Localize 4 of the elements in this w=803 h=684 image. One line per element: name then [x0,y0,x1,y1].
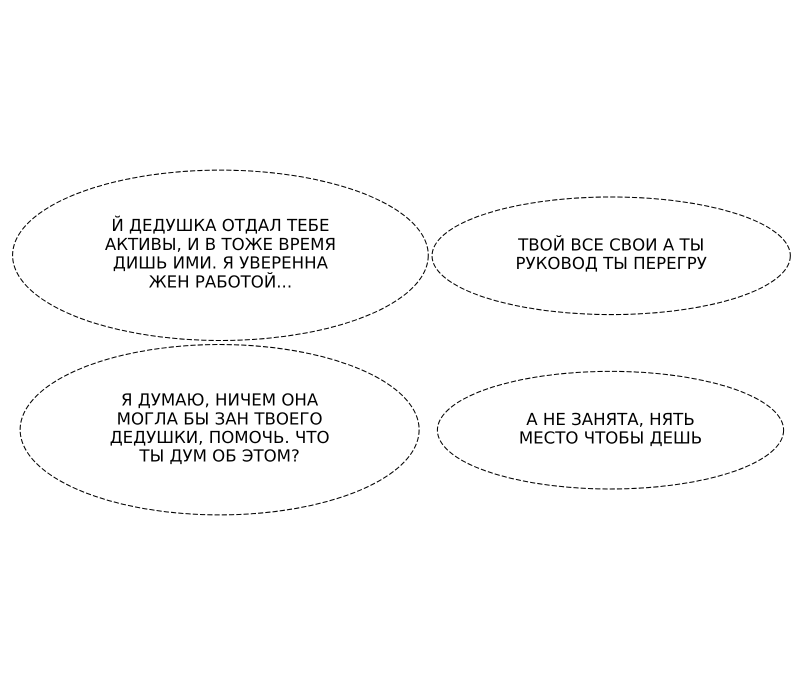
node-ellipse: А НЕ ЗАНЯТА, НЯТЬ МЕСТО ЧТОБЫ ДЕШЬ [436,370,784,489]
node-ellipse: Я ДУМАЮ, НИЧЕМ ОНА МОГЛА БЫ ЗАН ТВОЕГО ДЕДУШКИ, ПОМОЧЬ. ЧТО ТЫ ДУМ ОБ ЭТОМ? [20,344,420,515]
node-ellipse: Й ДЕДУШКА ОТДАЛ ТЕБЕ АКТИВЫ, И В ТОЖЕ ВРЕМЯ ДИШЬ ИМИ. Я УВЕРЕННА ЖЕН РАБОТОЙ... [12,169,429,340]
node-ellipse: ТВОЙ ВСЕ СВОИ А ТЫ РУКОВОД ТЫ ПЕРЕГРУ [432,196,791,315]
